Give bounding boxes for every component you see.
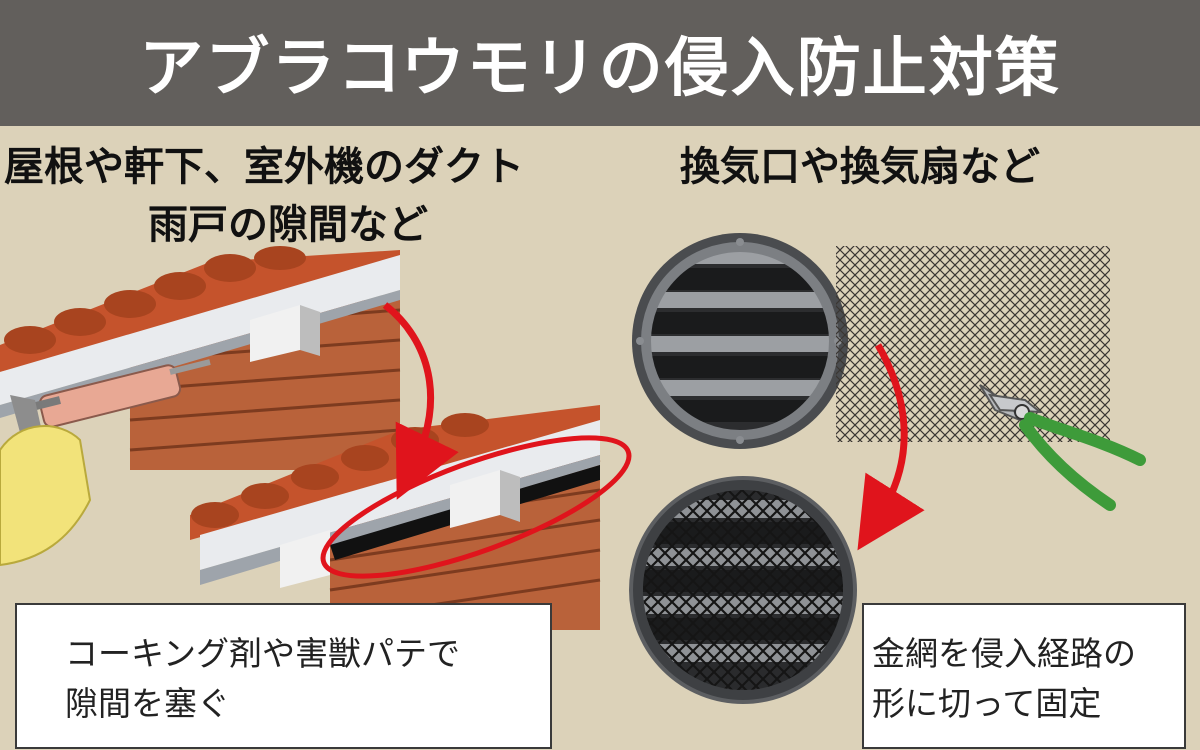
round-vent-with-mesh-illustration <box>629 476 857 704</box>
gap-highlight-ellipse <box>320 435 632 579</box>
right-caption-line1: 金網を侵入経路の <box>872 634 1136 673</box>
wire-mesh-sheet-illustration <box>836 246 1110 442</box>
title-banner: アブラコウモリの侵入防止対策 <box>0 0 1200 126</box>
right-red-arrow <box>857 343 925 551</box>
left-caption-line2: 隙間を塞ぐ <box>65 684 230 723</box>
roof-eave-before-illustration <box>0 246 401 470</box>
caulking-gun-illustration <box>0 359 211 567</box>
left-caption-box: コーキング剤や害獣パテで 隙間を塞ぐ <box>15 603 552 749</box>
round-vent-before-illustration <box>632 233 848 449</box>
left-heading-line2: 雨戸の隙間など <box>148 202 428 248</box>
right-caption-box: 金網を侵入経路の 形に切って固定 <box>862 603 1186 749</box>
pliers-illustration <box>979 384 1146 511</box>
left-caption-line1: コーキング剤や害獣パテで <box>65 634 461 673</box>
left-red-arrow <box>382 302 459 500</box>
left-heading-line1: 屋根や軒下、室外機のダクト <box>4 144 524 190</box>
page-title: アブラコウモリの侵入防止対策 <box>139 32 1061 106</box>
right-caption-line2: 形に切って固定 <box>872 684 1102 723</box>
right-heading: 換気口や換気扇など <box>680 144 1040 190</box>
